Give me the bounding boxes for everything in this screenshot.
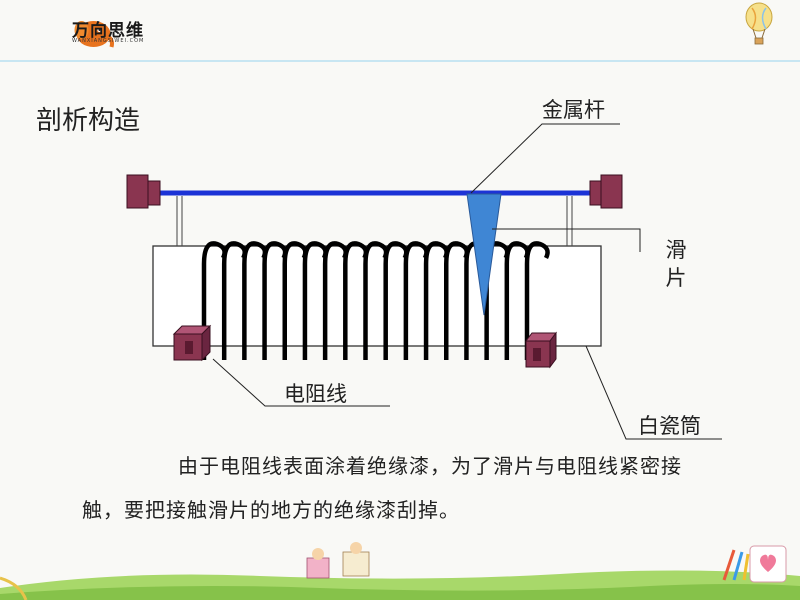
wire-leader (212, 358, 390, 407)
header-band (0, 0, 800, 62)
hot-air-balloon-icon (745, 2, 773, 45)
label-ceramic-tube: 白瓷筒 (638, 414, 701, 438)
pencils-icon (722, 549, 750, 581)
right-terminal (589, 174, 623, 209)
wire-terminal-right (525, 331, 557, 369)
label-resistance-wire: 电阻线 (284, 382, 347, 406)
wire-terminal-left (172, 324, 212, 362)
footer-decoration (0, 542, 800, 600)
slider (466, 193, 502, 316)
elephant-logo-icon (74, 21, 114, 48)
label-metal-rod: 金属杆 (542, 98, 605, 122)
ceramic-tube (152, 245, 602, 347)
tube-leader (585, 345, 722, 440)
description-paragraph: 由于电阻线表面涂着绝缘漆，为了滑片与电阻线紧密接触，要把接触滑片的地方的绝缘漆刮… (82, 454, 682, 522)
metal-rod-leader (470, 123, 620, 194)
logo-text: 万向思维 (72, 21, 144, 41)
coil-turn (524, 241, 550, 360)
slider-leader (492, 228, 641, 252)
heart-card-icon (749, 545, 787, 583)
logo-subtext: WANXIANGSIWEI.COM (72, 38, 145, 44)
children-illustration-icon (306, 542, 370, 579)
page-title: 剖析构造 (36, 106, 141, 136)
left-terminal (126, 174, 161, 209)
label-slider: 滑片 (665, 238, 687, 290)
